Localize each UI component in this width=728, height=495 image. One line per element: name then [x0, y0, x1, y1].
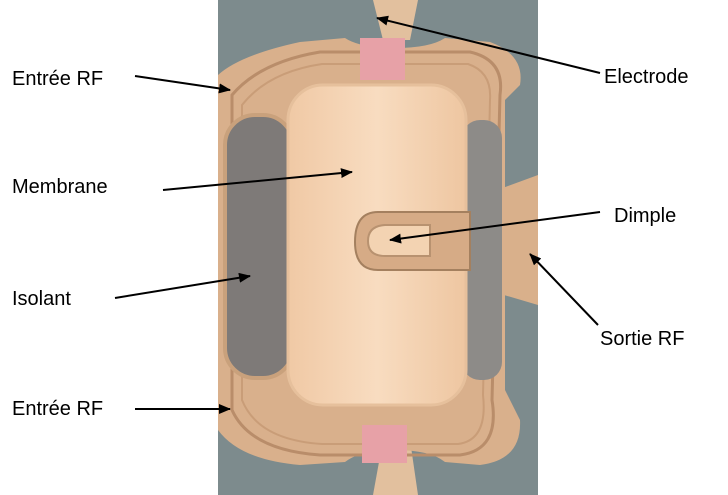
- micrograph-photo: [218, 0, 538, 495]
- label-electrode: Electrode: [604, 66, 689, 88]
- label-sortie-rf: Sortie RF: [600, 328, 684, 350]
- arrow-sortie-rf: [530, 254, 598, 325]
- arrow-entree-rf-top: [135, 76, 230, 90]
- label-dimple: Dimple: [614, 205, 676, 227]
- top-electrode-pad: [360, 38, 405, 80]
- dimple-tip: [368, 225, 430, 256]
- label-entree-rf-top: Entrée RF: [12, 68, 103, 90]
- label-membrane: Membrane: [12, 176, 108, 198]
- label-entree-rf-bottom: Entrée RF: [12, 398, 103, 420]
- isolant-pad: [225, 115, 293, 378]
- label-isolant: Isolant: [12, 288, 71, 310]
- bottom-electrode-pad: [362, 425, 407, 463]
